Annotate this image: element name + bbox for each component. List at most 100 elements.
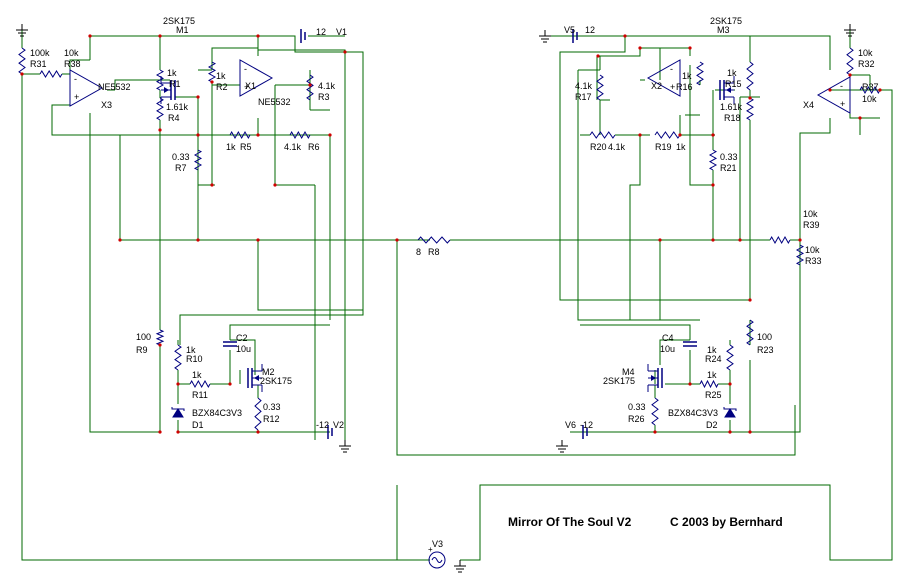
x2-opamp-body	[646, 59, 681, 97]
r33-resistor	[795, 244, 805, 266]
r12-label: R12	[263, 414, 280, 424]
r39-value-label: 10k	[803, 209, 818, 219]
d2-type-label: BZX84C3V3	[668, 408, 718, 418]
junction-dot	[653, 430, 657, 434]
r39-label: R39	[803, 220, 820, 230]
x1-type-label: NE5532	[258, 97, 291, 107]
c2-capacitor	[223, 341, 237, 347]
r3-resistor	[306, 74, 314, 101]
v6-label: V6	[565, 420, 576, 430]
m4-mosfet	[647, 364, 663, 392]
r12-resistor	[254, 397, 262, 431]
r15-value-label: 1k	[727, 68, 737, 78]
r17-value-label: 4.1k	[575, 81, 593, 91]
junction-dot	[738, 238, 742, 242]
x4-opamp: -+	[816, 76, 851, 114]
m1-label: M1	[176, 25, 189, 35]
m4-label: M4	[622, 367, 635, 377]
junction-dot	[256, 238, 260, 242]
r15-resistor	[746, 61, 754, 91]
r5-label: R5	[240, 142, 252, 152]
r11-resistor	[189, 379, 211, 389]
m3-type-label: 2SK175	[710, 16, 742, 26]
x2-opamp-plus-pin: +	[670, 82, 675, 92]
r16-resistor	[696, 61, 704, 86]
x4-label: X4	[803, 100, 814, 110]
junction-dot	[638, 133, 642, 137]
r7-value-label: 0.33	[172, 152, 190, 162]
junction-dot	[210, 183, 214, 187]
r10-label: R10	[186, 354, 203, 364]
r25-resistor	[699, 379, 719, 389]
junction-dot	[395, 238, 399, 242]
v1-label: V1	[336, 27, 347, 37]
junction-dot	[748, 298, 752, 302]
r6-resistor	[289, 130, 311, 140]
junction-dot	[828, 88, 832, 92]
junction-dot	[711, 183, 715, 187]
r25-value-label: 1k	[707, 370, 717, 380]
r12-resistor-zigzag	[254, 397, 262, 431]
r31-label: R31	[30, 59, 47, 69]
junction-dot	[623, 34, 627, 38]
r9-label: R9	[136, 345, 148, 355]
r4-value-label: 1.61k	[166, 102, 189, 112]
r24-value-label: 1k	[707, 345, 717, 355]
r32-resistor	[846, 47, 854, 76]
junction-dot	[748, 96, 752, 100]
junction-dot	[256, 34, 260, 38]
x3-opamp-body	[69, 69, 104, 107]
r3-value-label: 4.1k	[318, 81, 336, 91]
junction-dot	[728, 430, 732, 434]
r23-label: R23	[757, 345, 774, 355]
x1-opamp-plus-pin: +	[244, 82, 249, 92]
r11-value-label: 1k	[192, 370, 202, 380]
v3-source: +	[428, 545, 446, 569]
c4-label: C4	[662, 333, 674, 343]
r3-resistor-zigzag	[306, 74, 314, 101]
r19-resistor	[654, 131, 681, 139]
r25-label: R25	[705, 390, 722, 400]
junction-dot	[711, 133, 715, 137]
r26-value-label: 0.33	[628, 402, 646, 412]
junction-dot	[256, 133, 260, 137]
r4-label: R4	[168, 113, 180, 123]
junction-dot	[196, 133, 200, 137]
v6-ground	[556, 440, 568, 453]
r19-value-label: 1k	[676, 142, 686, 152]
r26-label: R26	[628, 414, 645, 424]
r23-resistor	[746, 319, 754, 346]
r37-value-label: 10k	[862, 94, 877, 104]
r11-label: R11	[192, 390, 208, 400]
m1-type-label: 2SK175	[163, 16, 195, 26]
r10-value-label: 1k	[186, 345, 196, 355]
r1-resistor-zigzag	[155, 69, 165, 91]
junction-dot	[678, 133, 682, 137]
r16-value-label: 1k	[682, 71, 692, 81]
junction-dot	[176, 430, 180, 434]
r10-resistor	[174, 344, 182, 371]
d2-label: D2	[706, 420, 718, 430]
r33-value-label: 10k	[805, 245, 820, 255]
r38-resistor-zigzag	[39, 70, 63, 78]
r31-value-label: 100k	[30, 48, 50, 58]
r23-value-label: 100	[757, 332, 772, 342]
r33-label: R33	[805, 256, 822, 266]
junction-dot	[328, 133, 332, 137]
r20-resistor-zigzag	[589, 131, 616, 139]
r19-label: R19	[655, 142, 672, 152]
x1-opamp: -+	[239, 59, 274, 97]
r32-value-label: 10k	[858, 48, 873, 58]
r37-label: R37	[862, 82, 879, 92]
r16-resistor-zigzag	[696, 61, 704, 86]
d1-zener-bar	[171, 407, 185, 411]
labels-layer: 2SK175 M1 12 V1 100k R31 10k R38 NE5532 …	[30, 16, 879, 549]
x3-type-label: NE5532	[98, 82, 131, 92]
junction-dot	[20, 72, 24, 76]
d2-zener-body	[724, 408, 736, 418]
m2-mosfet	[247, 364, 263, 392]
junction-dot	[158, 343, 162, 347]
v6-battery	[582, 425, 588, 439]
r9-resistor	[155, 329, 165, 346]
